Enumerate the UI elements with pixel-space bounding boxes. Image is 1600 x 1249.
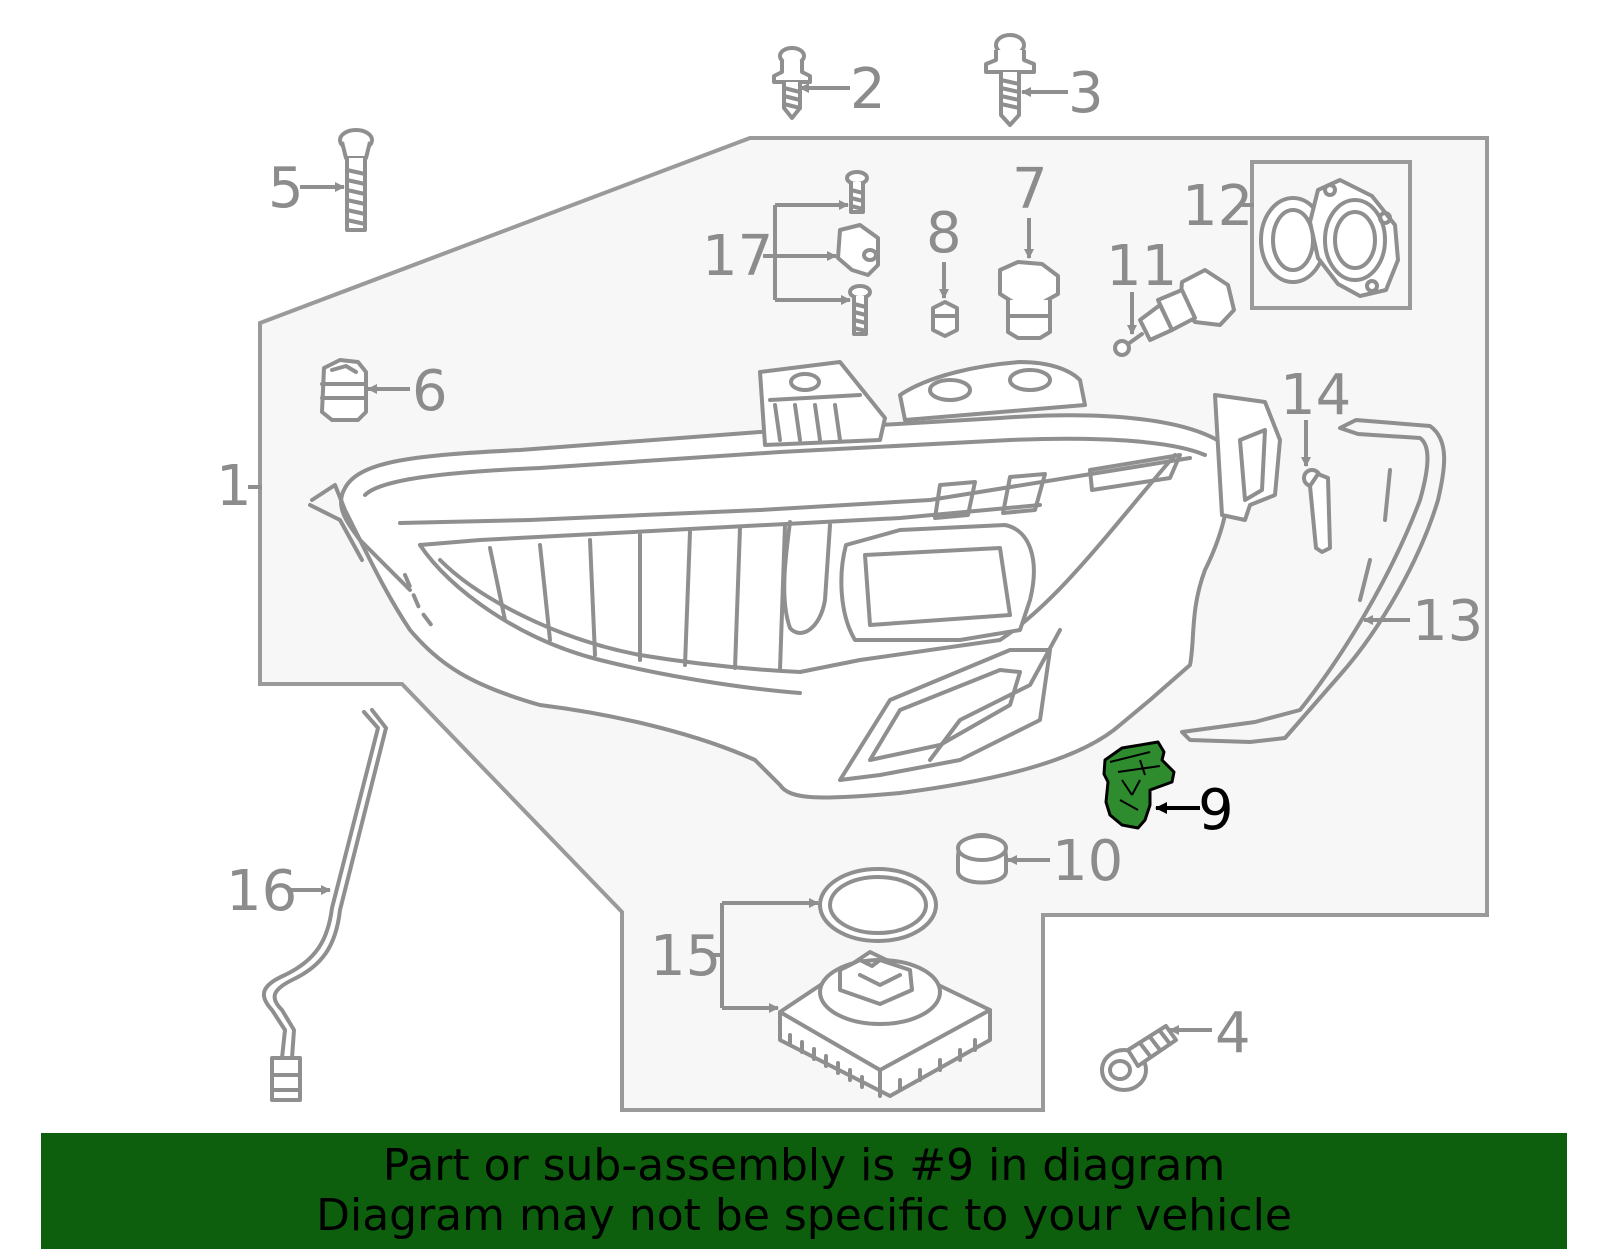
callout-15[interactable]: 15 <box>650 924 721 989</box>
parts-diagram: 1 2 3 5 6 <box>216 33 1489 1112</box>
callout-7[interactable]: 7 <box>1012 157 1048 222</box>
highlighted-bracket-part-9[interactable] <box>1102 740 1176 830</box>
seal-part-12 <box>1259 178 1400 298</box>
banner-line-1: Part or sub-assembly is #9 in diagram <box>382 1140 1226 1191</box>
callout-6[interactable]: 6 <box>412 359 448 424</box>
screw-part-5 <box>338 128 374 232</box>
bolt-part-4 <box>1100 1024 1178 1092</box>
callout-5[interactable]: 5 <box>268 156 304 221</box>
callout-9[interactable]: 9 <box>1198 778 1234 843</box>
callout-14[interactable]: 14 <box>1280 363 1351 428</box>
callout-16[interactable]: 16 <box>226 859 297 924</box>
headlamp-assembly <box>308 360 1282 800</box>
grommet-part-7 <box>998 260 1060 340</box>
gasket-part-13 <box>1180 418 1447 744</box>
part-12-box <box>1250 160 1412 310</box>
callout-13[interactable]: 13 <box>1412 589 1483 654</box>
callout-8[interactable]: 8 <box>926 201 962 266</box>
screw-part-2 <box>772 46 812 120</box>
callout-3[interactable]: 3 <box>1068 61 1104 126</box>
callout-4[interactable]: 4 <box>1215 1001 1251 1066</box>
nut-part-8 <box>931 300 959 338</box>
bulb-part-11 <box>1113 268 1236 357</box>
bushing-part-10 <box>956 833 1008 885</box>
callout-2[interactable]: 2 <box>850 57 886 122</box>
callout-12[interactable]: 12 <box>1182 174 1253 239</box>
bracket-set-part-17 <box>836 170 880 336</box>
clip-part-14 <box>1302 468 1332 554</box>
grommet-part-6 <box>320 358 368 422</box>
screw-part-3 <box>984 33 1036 127</box>
callout-11[interactable]: 11 <box>1106 234 1177 299</box>
info-banner: Part or sub-assembly is #9 in diagram Di… <box>41 1133 1567 1249</box>
callout-1[interactable]: 1 <box>216 454 252 519</box>
wire-harness-part-16 <box>261 708 388 1102</box>
banner-line-2: Diagram may not be specific to your vehi… <box>316 1190 1292 1241</box>
callout-10[interactable]: 10 <box>1052 829 1123 894</box>
control-module-part-15 <box>778 867 992 1098</box>
callout-17[interactable]: 17 <box>702 224 773 289</box>
